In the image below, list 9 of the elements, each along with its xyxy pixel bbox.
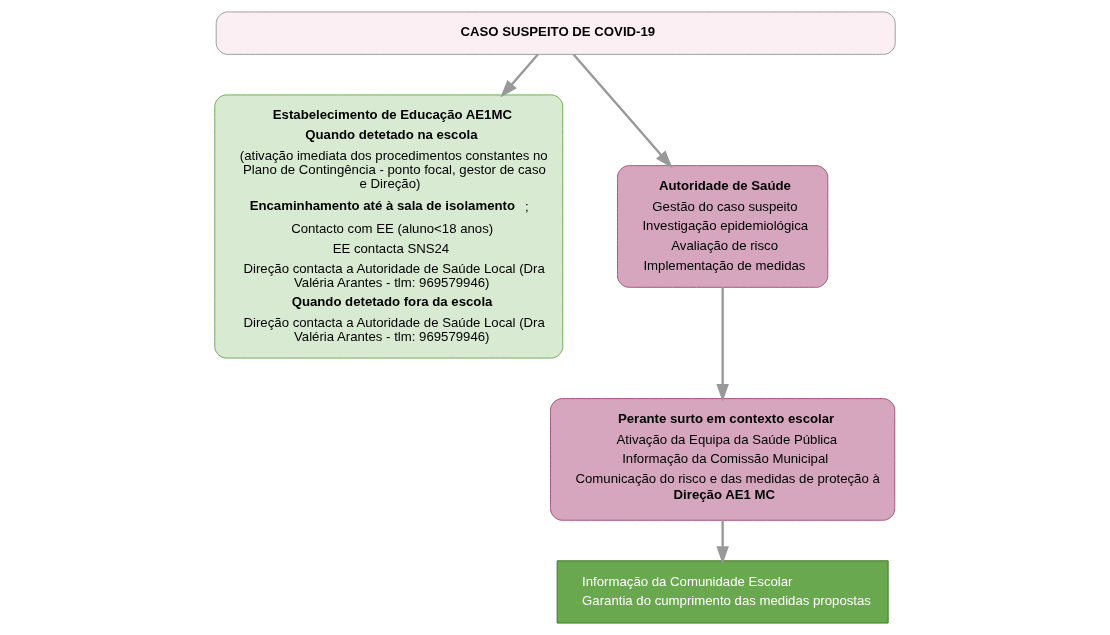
arrow: [716, 520, 729, 565]
node-box: CASO SUSPEITO DE COVID-19: [215, 11, 896, 55]
node-box: Estabelecimento de Educação AE1MC Quando detetado na escola (ativação imediata dos procedimentos constantes no Plano de Contingência - ponto focal, gestor de caso e Direção) Encaminhamento até à sala de isolamento; Contacto com EE (aluno<18 anos) EE contacta SNS24 Direção contacta a Autoridade de Saúde Local (Dra Valéria Arantes - tlm: 969579946) Quando detetado fora da escola Direção contacta a Autoridade de Saúde Local (Dra Valéria Arantes - tlm: 969579946): [214, 94, 564, 359]
node-box: Perante surto em contexto escolar Ativação da Equipa da Saúde Pública Informação da Comissão Municipal Comunicação do risco e das medidas de proteção à Direção AE1 MC: [550, 398, 896, 521]
node-box: Informação da Comunidade Escolar Garantia do cumprimento das medidas propostas: [556, 560, 889, 624]
node-box: Autoridade de Saúde Gestão do caso suspeito Investigação epidemiológica Avaliação de risco Implementação de medidas: [617, 165, 829, 288]
arrow: [716, 287, 729, 402]
arrow: [500, 53, 539, 98]
arrow: [572, 53, 673, 169]
